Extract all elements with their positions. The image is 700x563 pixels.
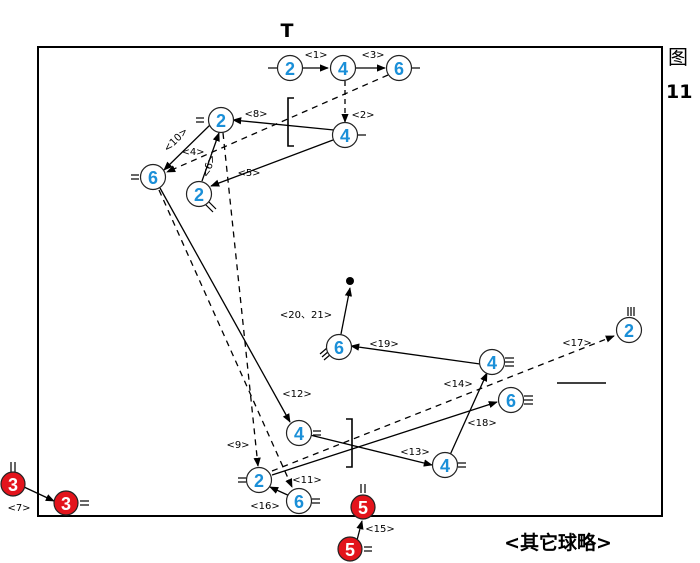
svg-text:2: 2 <box>216 111 226 131</box>
svg-text:3: 3 <box>8 475 18 495</box>
svg-text:2: 2 <box>285 59 295 79</box>
edge-10 <box>163 123 212 171</box>
edge-label: <16> <box>250 501 279 512</box>
opponent-node: 3 <box>0 471 26 497</box>
bracket-top <box>287 97 294 147</box>
edge-labels-layer: <1> <2> <3> <4> <5> <6> <7> <8> <9> <10>… <box>7 50 591 535</box>
edges-layer <box>23 64 615 545</box>
svg-text:6: 6 <box>334 338 344 358</box>
figure-label-number: 11 <box>666 81 692 103</box>
svg-text:6: 6 <box>148 168 158 188</box>
svg-text:2: 2 <box>254 471 264 491</box>
edge-19 <box>350 343 481 365</box>
svg-text:4: 4 <box>338 59 348 79</box>
svg-text:6: 6 <box>506 391 516 411</box>
edge-label: <12> <box>282 389 311 400</box>
edge-label: <5> <box>237 168 260 179</box>
edge-dash-top <box>166 74 389 173</box>
opponent-node: 5 <box>350 494 376 520</box>
svg-text:4: 4 <box>294 424 304 444</box>
player-node: 2 <box>245 466 273 494</box>
player-node: 4 <box>285 419 313 447</box>
bracket-bottom <box>346 418 353 468</box>
edge-label: <17> <box>562 338 591 349</box>
ball <box>346 277 354 285</box>
player-node: 4 <box>431 451 459 479</box>
edge-label: <14> <box>443 379 472 390</box>
svg-text:4: 4 <box>487 353 497 373</box>
edge-label: <1> <box>304 50 327 61</box>
svg-text:4: 4 <box>340 126 350 146</box>
edge-20-21 <box>340 287 352 335</box>
edge-18 <box>271 401 498 476</box>
svg-text:2: 2 <box>194 185 204 205</box>
svg-text:2: 2 <box>624 321 634 341</box>
edge-label: <19> <box>369 339 398 350</box>
edge-7 <box>23 486 55 502</box>
svg-text:5: 5 <box>345 540 355 560</box>
edge-label: <7> <box>7 503 30 514</box>
edge-label: <3> <box>361 50 384 61</box>
player-node: 6 <box>285 487 313 515</box>
edge-label: <18> <box>467 418 496 429</box>
svg-text:3: 3 <box>61 494 71 514</box>
edge-label: <8> <box>244 109 267 120</box>
player-node: 2 <box>615 316 643 344</box>
edge-label: <13> <box>400 447 429 458</box>
caption: <其它球略> <box>504 531 612 554</box>
edge-5 <box>210 139 334 187</box>
svg-text:6: 6 <box>294 492 304 512</box>
player-node: 6 <box>139 163 167 191</box>
player-node: 4 <box>329 54 357 82</box>
player-node: 2 <box>185 180 213 208</box>
edge-label: <15> <box>365 524 394 535</box>
nodes-layer: 2 4 6 4 2 6 2 6 2 4 6 4 4 2 6 3 3 5 5 <box>0 54 643 562</box>
player-node: 4 <box>478 348 506 376</box>
player-node: 2 <box>276 54 304 82</box>
edge-label: <9> <box>226 440 249 451</box>
svg-text:5: 5 <box>358 498 368 518</box>
edge-6 <box>201 132 220 182</box>
svg-text:6: 6 <box>394 59 404 79</box>
player-node: 6 <box>385 54 413 82</box>
player-node: 2 <box>207 106 235 134</box>
edge-13 <box>309 434 433 467</box>
svg-text:4: 4 <box>440 456 450 476</box>
player-node: 6 <box>497 386 525 414</box>
edge-12 <box>159 187 291 423</box>
edge-label: <2> <box>351 110 374 121</box>
court-boundary <box>37 46 663 517</box>
top-mark: T <box>281 20 294 42</box>
edge-14 <box>449 372 488 456</box>
edge-label: <20、21> <box>280 310 332 321</box>
opponent-node: 3 <box>53 490 79 516</box>
player-node: 4 <box>331 121 359 149</box>
edge-8 <box>232 117 335 131</box>
opponent-node: 5 <box>337 536 363 562</box>
edge-label: <11> <box>292 475 321 486</box>
figure-label-char: 图 <box>668 45 688 69</box>
edge-label: <4> <box>181 147 204 158</box>
edge-dash-2-down <box>222 132 261 467</box>
player-node: 6 <box>325 333 353 361</box>
